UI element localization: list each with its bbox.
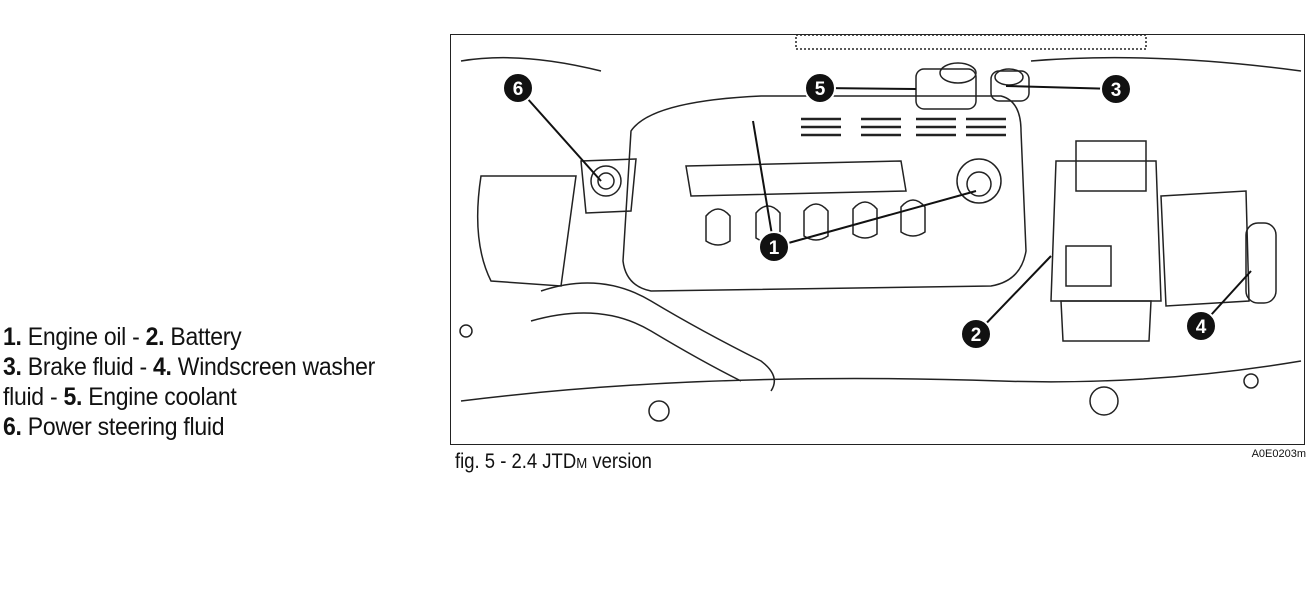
- legend-label: Power steering fluid: [27, 413, 225, 441]
- callout-1: 1: [758, 231, 790, 263]
- legend-label: Windscreen washer fluid: [3, 353, 376, 411]
- figure-code: A0E0203m: [1251, 448, 1306, 460]
- legend-num: 4.: [153, 353, 172, 381]
- legend-label: Engine coolant: [88, 383, 237, 411]
- separator: -: [133, 353, 154, 381]
- legend-num: 6.: [3, 413, 22, 441]
- callout-5: 5: [804, 72, 836, 104]
- legend-label: Engine oil: [27, 323, 127, 351]
- legend-label: Brake fluid: [27, 353, 134, 381]
- svg-text:5: 5: [815, 79, 826, 100]
- svg-text:6: 6: [513, 79, 524, 100]
- callout-2: 2: [960, 318, 992, 350]
- figure-caption: fig. 5 - 2.4 JTDM version: [455, 450, 652, 474]
- separator: -: [43, 383, 64, 411]
- separator: -: [126, 323, 146, 351]
- legend: 1. Engine oil - 2. Battery 3. Brake flui…: [3, 322, 380, 442]
- callout-3: 3: [1100, 73, 1132, 105]
- svg-text:4: 4: [1196, 317, 1207, 338]
- callout-4: 4: [1185, 310, 1217, 342]
- legend-num: 2.: [145, 323, 165, 351]
- legend-num: 5.: [63, 383, 83, 411]
- legend-num: 3.: [3, 353, 22, 381]
- svg-text:1: 1: [769, 238, 780, 259]
- svg-text:2: 2: [971, 325, 982, 346]
- legend-num: 1.: [3, 323, 22, 351]
- svg-text:3: 3: [1111, 80, 1122, 101]
- callout-6: 6: [502, 72, 534, 104]
- engine-bay-illustration: 1 2 3 4 5 6: [450, 34, 1305, 445]
- caption-smallcaps: M: [576, 455, 588, 472]
- caption-suffix: version: [587, 450, 652, 473]
- legend-label: Battery: [170, 323, 242, 351]
- caption-text: fig. 5 - 2.4 JTD: [455, 450, 577, 473]
